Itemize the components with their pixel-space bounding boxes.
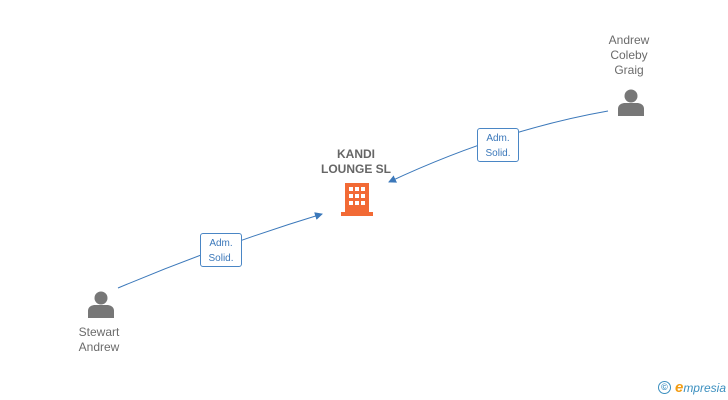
empresia-watermark[interactable]: © empresia [657, 378, 726, 396]
relation-label-andrew[interactable]: Adm. Solid. [477, 128, 519, 162]
copyright-icon: © [657, 380, 671, 394]
person-icon[interactable] [616, 88, 646, 118]
relation-label-stewart[interactable]: Adm. Solid. [200, 233, 242, 267]
person-name-stewart[interactable]: Stewart Andrew [78, 325, 120, 354]
person-name-andrew[interactable]: Andrew Coleby Graig [608, 33, 650, 77]
company-name[interactable]: KANDI LOUNGE SL [320, 147, 391, 176]
person-icon[interactable] [86, 290, 116, 320]
brand-logo: empresia [674, 378, 726, 396]
building-icon[interactable] [340, 181, 374, 217]
